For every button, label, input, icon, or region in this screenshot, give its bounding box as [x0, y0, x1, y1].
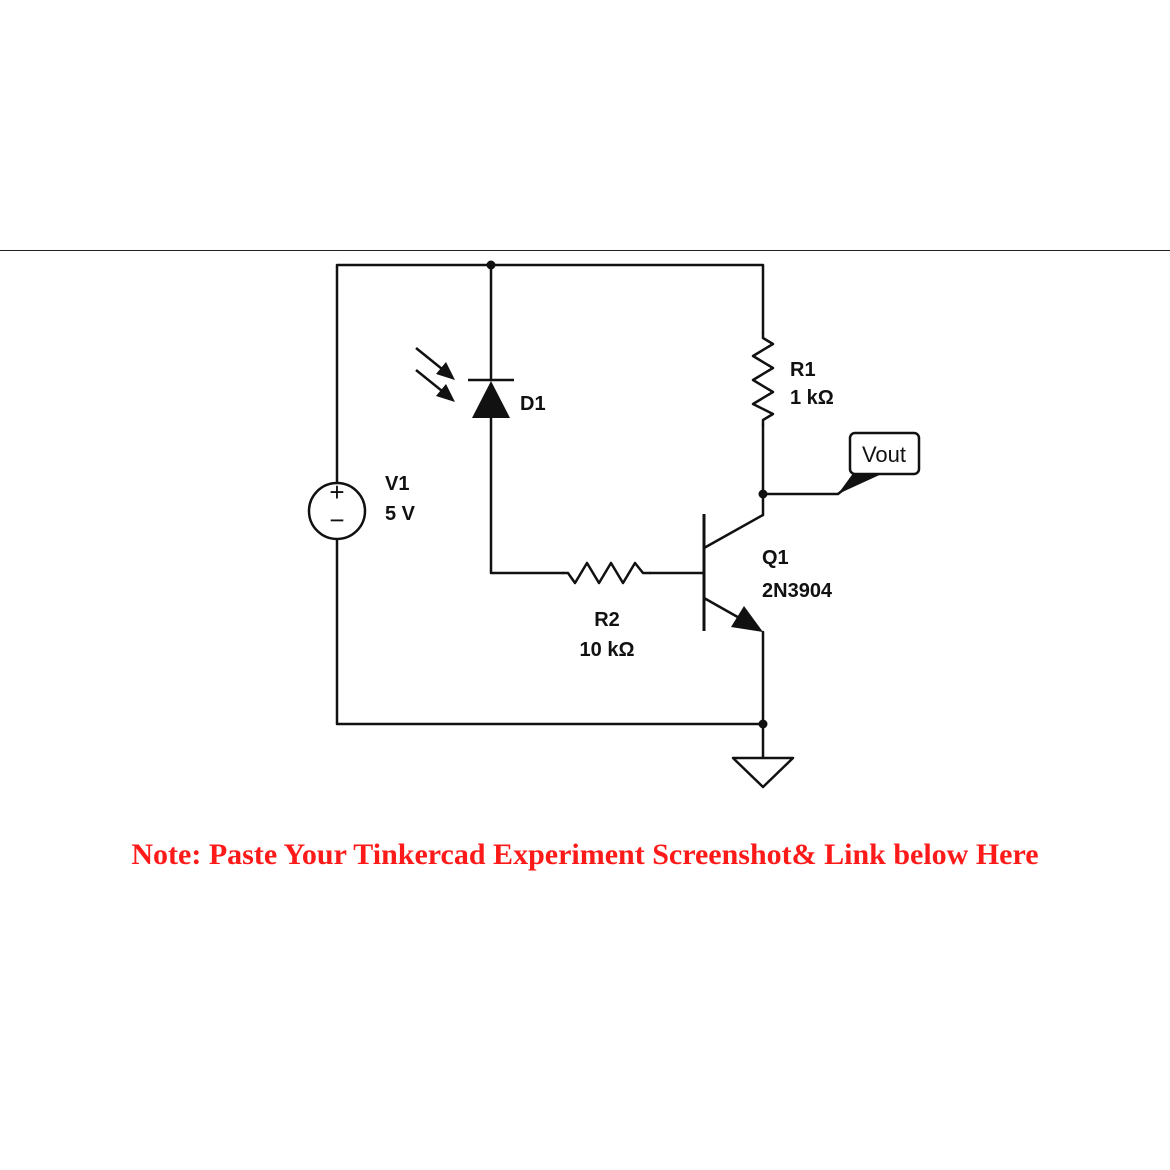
ground-icon — [731, 756, 795, 789]
r2-value-label: 10 kΩ — [580, 639, 635, 661]
v1-value-label: 5 V — [385, 503, 416, 525]
wires — [335, 263, 850, 760]
d1-name-label: D1 — [520, 393, 546, 415]
q1-model-label: 2N3904 — [762, 580, 833, 602]
voltage-source-v1: + − — [307, 477, 367, 541]
r1-name-label: R1 — [790, 359, 816, 381]
top-rail-wire — [335, 263, 765, 485]
d1-to-r2-wire — [489, 416, 565, 575]
photodiode-d1 — [468, 378, 514, 418]
resistor-r1 — [751, 331, 775, 427]
vout-label: Vout — [862, 442, 906, 467]
r2-name-label: R2 — [594, 609, 620, 631]
left-return-wire — [335, 537, 765, 726]
source-plus-symbol: + — [329, 477, 344, 507]
q1-name-label: Q1 — [762, 547, 789, 569]
r1-value-label: 1 kΩ — [790, 387, 834, 409]
junction-dot-ground — [758, 719, 768, 729]
light-arrows-icon — [415, 347, 455, 402]
junction-dot-top — [486, 260, 496, 270]
page-divider — [0, 250, 1170, 251]
npn-transistor-q1 — [702, 513, 764, 632]
instruction-note: Note: Paste Your Tinkercad Experiment Sc… — [131, 838, 1039, 871]
resistor-r2 — [561, 561, 652, 585]
vout-wire — [761, 484, 850, 496]
source-minus-symbol: − — [329, 505, 344, 535]
vout-tag: Vout — [838, 431, 921, 494]
v1-name-label: V1 — [385, 473, 409, 495]
junction-dot-vout — [758, 489, 768, 499]
